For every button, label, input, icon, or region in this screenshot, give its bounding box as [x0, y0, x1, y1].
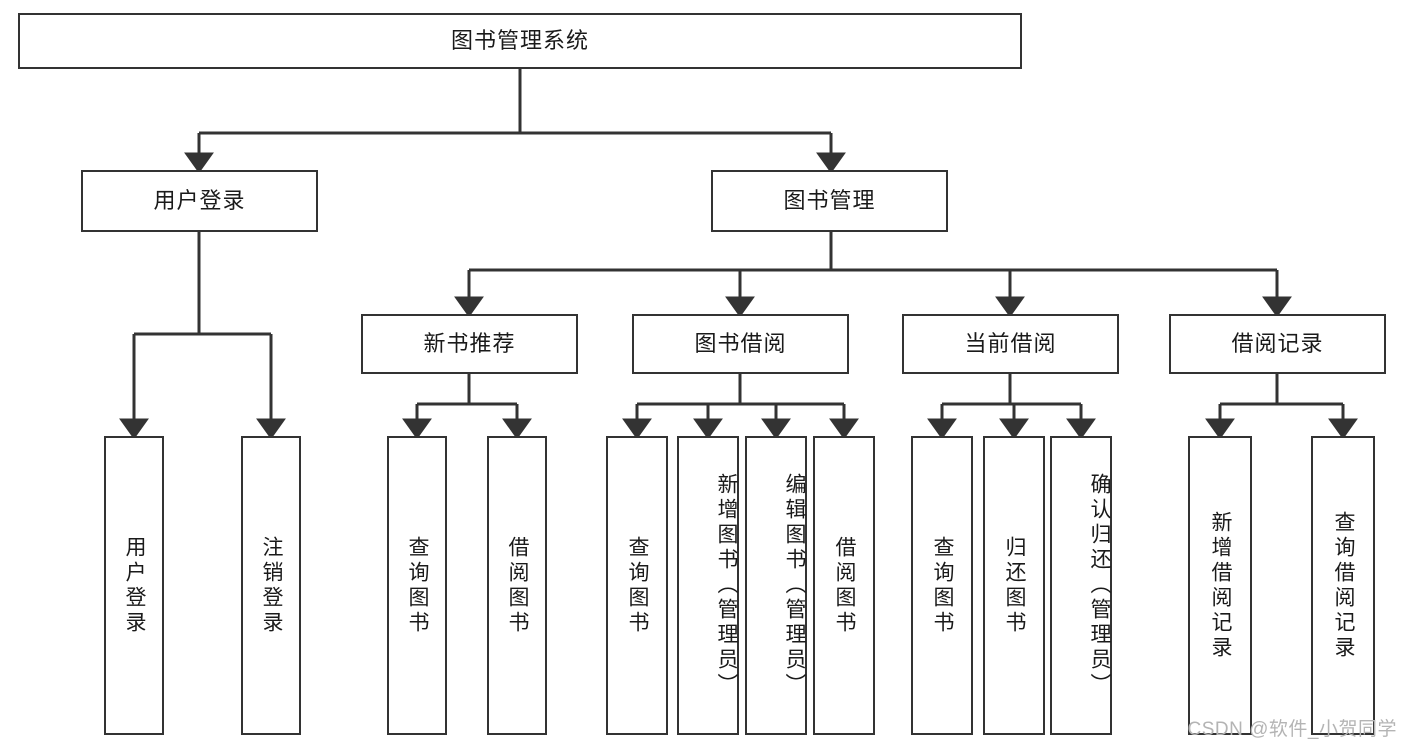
node-user-login[interactable]: 用户登录 [81, 170, 318, 232]
leaf-borrow-book[interactable]: 借阅图书 [813, 436, 875, 735]
leaf-query-borrow-record[interactable]: 查询借阅记录 [1311, 436, 1375, 735]
leaf-query-book-recommendation[interactable]: 查询图书 [387, 436, 447, 735]
node-borrow-record[interactable]: 借阅记录 [1169, 314, 1386, 374]
leaf-add-book-admin[interactable]: 新增图书（管理员） [677, 436, 739, 735]
node-book-manage[interactable]: 图书管理 [711, 170, 948, 232]
leaf-query-book-borrow[interactable]: 查询图书 [606, 436, 668, 735]
leaf-edit-book-admin[interactable]: 编辑图书（管理员） [745, 436, 807, 735]
node-new-book-recommendation[interactable]: 新书推荐 [361, 314, 578, 374]
leaf-borrow-book-recommendation[interactable]: 借阅图书 [487, 436, 547, 735]
leaf-user-login[interactable]: 用户登录 [104, 436, 164, 735]
node-book-borrow[interactable]: 图书借阅 [632, 314, 849, 374]
leaf-return-book[interactable]: 归还图书 [983, 436, 1045, 735]
leaf-query-book-current[interactable]: 查询图书 [911, 436, 973, 735]
csdn-watermark: CSDN @软件_小贺同学 [1187, 719, 1397, 740]
node-root[interactable]: 图书管理系统 [18, 13, 1022, 69]
leaf-user-logout[interactable]: 注销登录 [241, 436, 301, 735]
leaf-confirm-return-admin[interactable]: 确认归还（管理员） [1050, 436, 1112, 735]
leaf-add-borrow-record[interactable]: 新增借阅记录 [1188, 436, 1252, 735]
node-current-borrow[interactable]: 当前借阅 [902, 314, 1119, 374]
